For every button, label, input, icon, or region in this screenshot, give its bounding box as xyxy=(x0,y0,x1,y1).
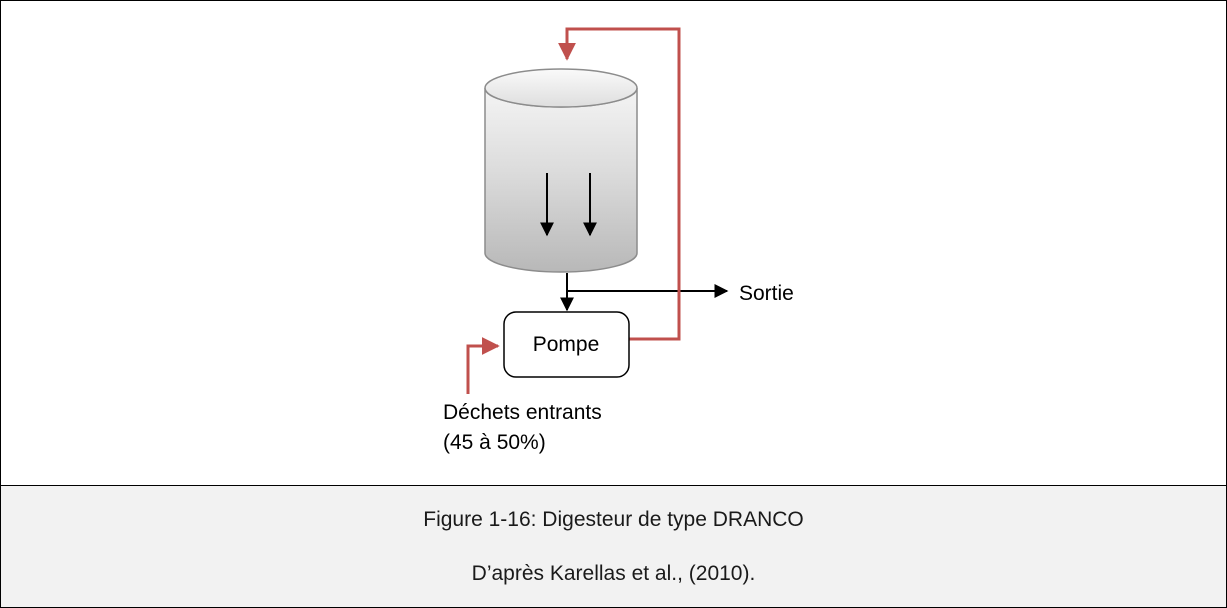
diagram-area: Pompe Sortie Déchets entrants (45 à 50%) xyxy=(1,1,1226,486)
input-label-line2: (45 à 50%) xyxy=(443,431,546,454)
input-label-line1: Déchets entrants xyxy=(443,401,602,424)
figure-caption-source: D’après Karellas et al., (2010). xyxy=(471,562,756,585)
figure-caption-title: Figure 1-16: Digesteur de type DRANCO xyxy=(423,508,804,531)
pump-label: Pompe xyxy=(533,333,600,356)
caption-area: Figure 1-16: Digesteur de type DRANCO D’… xyxy=(1,486,1226,607)
pump-box xyxy=(503,311,630,378)
digester-tank xyxy=(484,68,638,273)
output-label: Sortie xyxy=(739,282,794,305)
recirculation-loop xyxy=(558,27,681,341)
dranco-digester-diagram: Pompe Sortie Déchets entrants (45 à 50%) xyxy=(443,27,794,454)
input-feed-arrow xyxy=(466,337,500,394)
